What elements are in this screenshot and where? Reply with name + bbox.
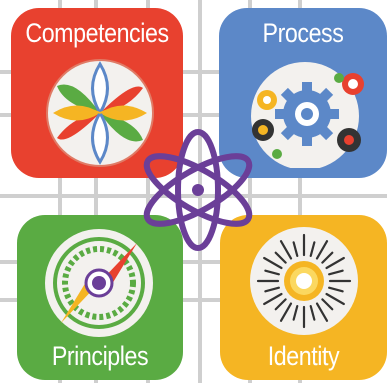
sun-ray (263, 292, 283, 306)
sun-ray (321, 251, 334, 264)
principles-label: Principles (51, 341, 149, 371)
sun-ray (274, 298, 287, 311)
flower-icon (46, 59, 154, 167)
process-tile[interactable]: Process (219, 8, 387, 178)
sun-ray (279, 302, 293, 322)
identity-tile[interactable]: Identity (220, 215, 387, 380)
sun-ray (279, 240, 293, 260)
principles-tile[interactable]: Principles (17, 215, 183, 380)
sun-ray (325, 256, 345, 270)
compass-icon (45, 229, 153, 337)
competencies-label: Competencies (25, 18, 169, 48)
sun-ray (321, 298, 334, 311)
competencies-tile[interactable]: Competencies (11, 8, 183, 178)
identity-label: Identity (267, 341, 340, 371)
sunburst-icon (250, 227, 358, 335)
sun-ray (309, 241, 316, 257)
sun-ray (328, 269, 344, 276)
sun-ray (263, 256, 283, 270)
process-label: Process (262, 18, 344, 48)
sun-ray (328, 286, 344, 293)
sun-ray (274, 251, 287, 264)
atom-icon (143, 129, 253, 251)
gears-icon (251, 62, 364, 168)
sun-ray (325, 292, 345, 306)
sun-ray (264, 269, 280, 276)
sun-ray (315, 240, 329, 260)
sun-ray (292, 305, 299, 321)
sun-ray (264, 286, 280, 293)
sun-ray (309, 305, 316, 321)
sun-ray (315, 302, 329, 322)
sun-ray (292, 241, 299, 257)
